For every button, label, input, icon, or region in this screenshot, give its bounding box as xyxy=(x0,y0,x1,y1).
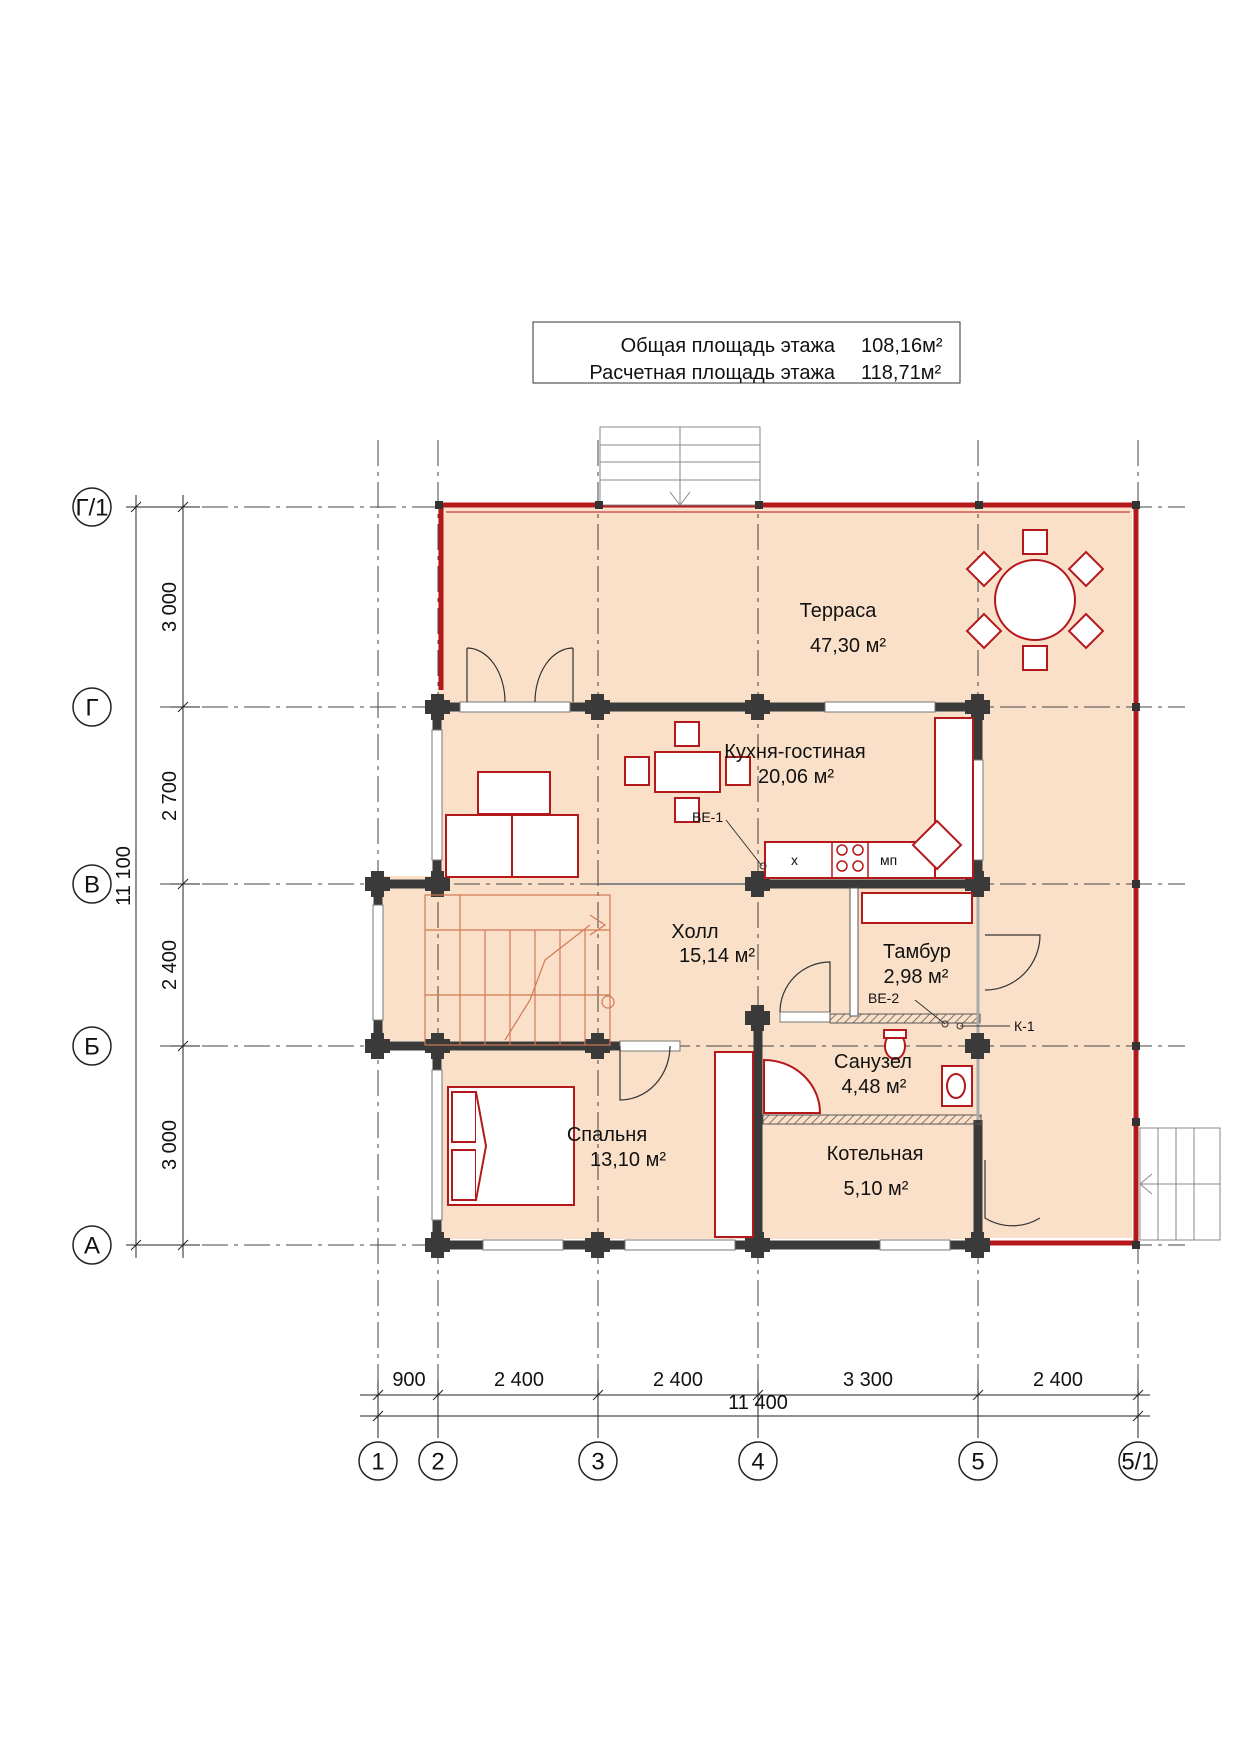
calc-area-label: Расчетная площадь этажа xyxy=(589,362,835,384)
windows xyxy=(372,701,984,1251)
axis-5: 5 xyxy=(971,1449,984,1476)
dim-left-3: 2 400 xyxy=(159,940,181,990)
axis-4: 4 xyxy=(751,1449,764,1476)
staircase xyxy=(424,894,615,1046)
bathroom-fixtures xyxy=(763,1029,973,1114)
axis-g: Г xyxy=(86,695,99,722)
room-name-hall: Холл xyxy=(671,921,718,943)
room-name-boiler: Котельная xyxy=(827,1143,924,1165)
kitchen-furniture xyxy=(445,717,974,879)
dim-left-2: 2 700 xyxy=(159,771,181,821)
total-area-label: Общая площадь этажа xyxy=(621,335,836,357)
dim-left-total: 11 100 xyxy=(113,846,135,906)
bedroom-furniture xyxy=(447,1051,754,1238)
axis-5-1: 5/1 xyxy=(1121,1449,1154,1476)
utility-markers xyxy=(725,819,1010,1030)
vestibule-cabinet xyxy=(861,892,973,924)
room-area-bathroom: 4,48 м² xyxy=(842,1076,907,1098)
axis-1: 1 xyxy=(371,1449,384,1476)
stove-top xyxy=(831,841,869,879)
total-area-value: 108,16м² xyxy=(861,335,943,357)
stove-label: мп xyxy=(880,852,897,868)
axis-3: 3 xyxy=(591,1449,604,1476)
dim-bottom-2: 2 400 xyxy=(494,1369,544,1391)
entry-steps-top xyxy=(599,426,761,506)
dim-bottom-1: 900 xyxy=(392,1369,425,1391)
room-area-vestibule: 2,98 м² xyxy=(884,966,949,988)
room-area-bedroom: 13,10 м² xyxy=(590,1149,666,1171)
marker-k1: К-1 xyxy=(1014,1018,1035,1034)
partitions xyxy=(600,883,982,1125)
terrace-table xyxy=(965,529,1105,671)
room-name-bathroom: Санузел xyxy=(834,1051,912,1073)
left-dimensions xyxy=(126,495,200,1258)
axis-b: Б xyxy=(84,1034,100,1061)
marker-be2: ВЕ-2 xyxy=(868,990,899,1006)
doors xyxy=(466,647,1041,1227)
dim-bottom-5: 2 400 xyxy=(1033,1369,1083,1391)
terrace-outline xyxy=(438,502,1139,1246)
room-name-bedroom: Спальня xyxy=(567,1124,647,1146)
fridge-label: х xyxy=(791,852,798,868)
axis-a: А xyxy=(84,1233,100,1260)
room-area-hall: 15,14 м² xyxy=(679,945,755,967)
room-area-terrace: 47,30 м² xyxy=(810,635,886,657)
terrace-posts xyxy=(435,501,1140,1249)
dim-left-1: 3 000 xyxy=(159,582,181,632)
room-name-terrace: Терраса xyxy=(800,600,878,622)
dim-left-4: 3 000 xyxy=(159,1120,181,1170)
axis-2: 2 xyxy=(431,1449,444,1476)
bottom-dimensions xyxy=(360,1380,1150,1438)
wall-posts xyxy=(365,694,990,1258)
axis-bubbles-bottom xyxy=(358,1441,1158,1481)
marker-be1: ВЕ-1 xyxy=(692,809,723,825)
dim-bottom-4: 3 300 xyxy=(843,1369,893,1391)
dim-bottom-total: 11 400 xyxy=(728,1392,788,1414)
room-name-kitchen: Кухня-гостиная xyxy=(724,741,866,763)
area-info-box: Общая площадь этажа 108,16м² Расчетная п… xyxy=(532,321,961,384)
axis-bubbles-left xyxy=(72,487,112,1265)
axis-v: В xyxy=(84,872,100,899)
calc-area-value: 118,71м² xyxy=(861,362,941,384)
entry-steps-right xyxy=(1139,1127,1221,1241)
dim-bottom-3: 2 400 xyxy=(653,1369,703,1391)
room-area-boiler: 5,10 м² xyxy=(844,1178,909,1200)
room-area-kitchen: 20,06 м² xyxy=(758,766,834,788)
axis-g1: Г/1 xyxy=(75,495,108,522)
room-name-vestibule: Тамбур xyxy=(883,941,951,963)
